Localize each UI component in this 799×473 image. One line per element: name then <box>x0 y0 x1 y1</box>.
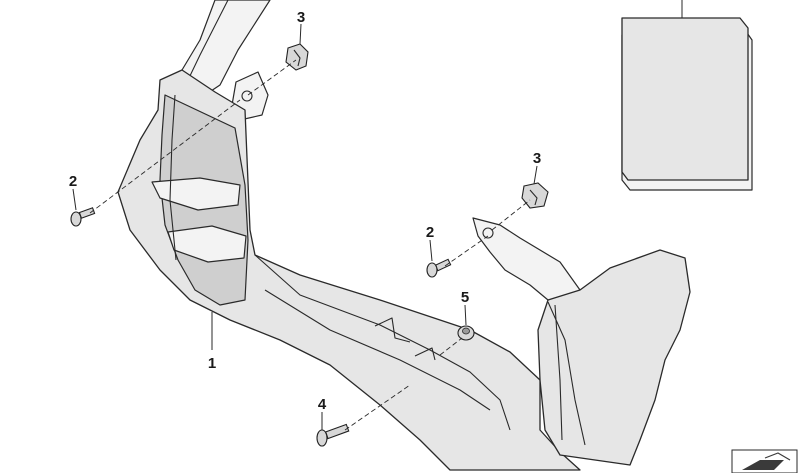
fairing-panel-part <box>117 0 581 471</box>
callout-1: 1 <box>208 355 216 372</box>
callout-leaders <box>72 23 538 430</box>
assembly-lines <box>89 59 531 431</box>
clip-nut-right <box>521 182 549 209</box>
callout-2-right: 2 <box>426 224 434 241</box>
screw-right <box>426 258 452 278</box>
callout-3-right: 3 <box>533 150 541 167</box>
side-panel-part <box>472 217 691 466</box>
callout-5: 5 <box>461 289 469 306</box>
manual-booklet <box>621 0 753 191</box>
corner-symbol-box <box>731 449 798 473</box>
callout-3-top: 3 <box>297 9 305 26</box>
grommet <box>457 325 475 341</box>
callout-2-left: 2 <box>69 173 77 190</box>
clip-nut-top <box>285 43 309 71</box>
callout-4: 4 <box>318 396 327 413</box>
screw-left <box>70 207 96 227</box>
